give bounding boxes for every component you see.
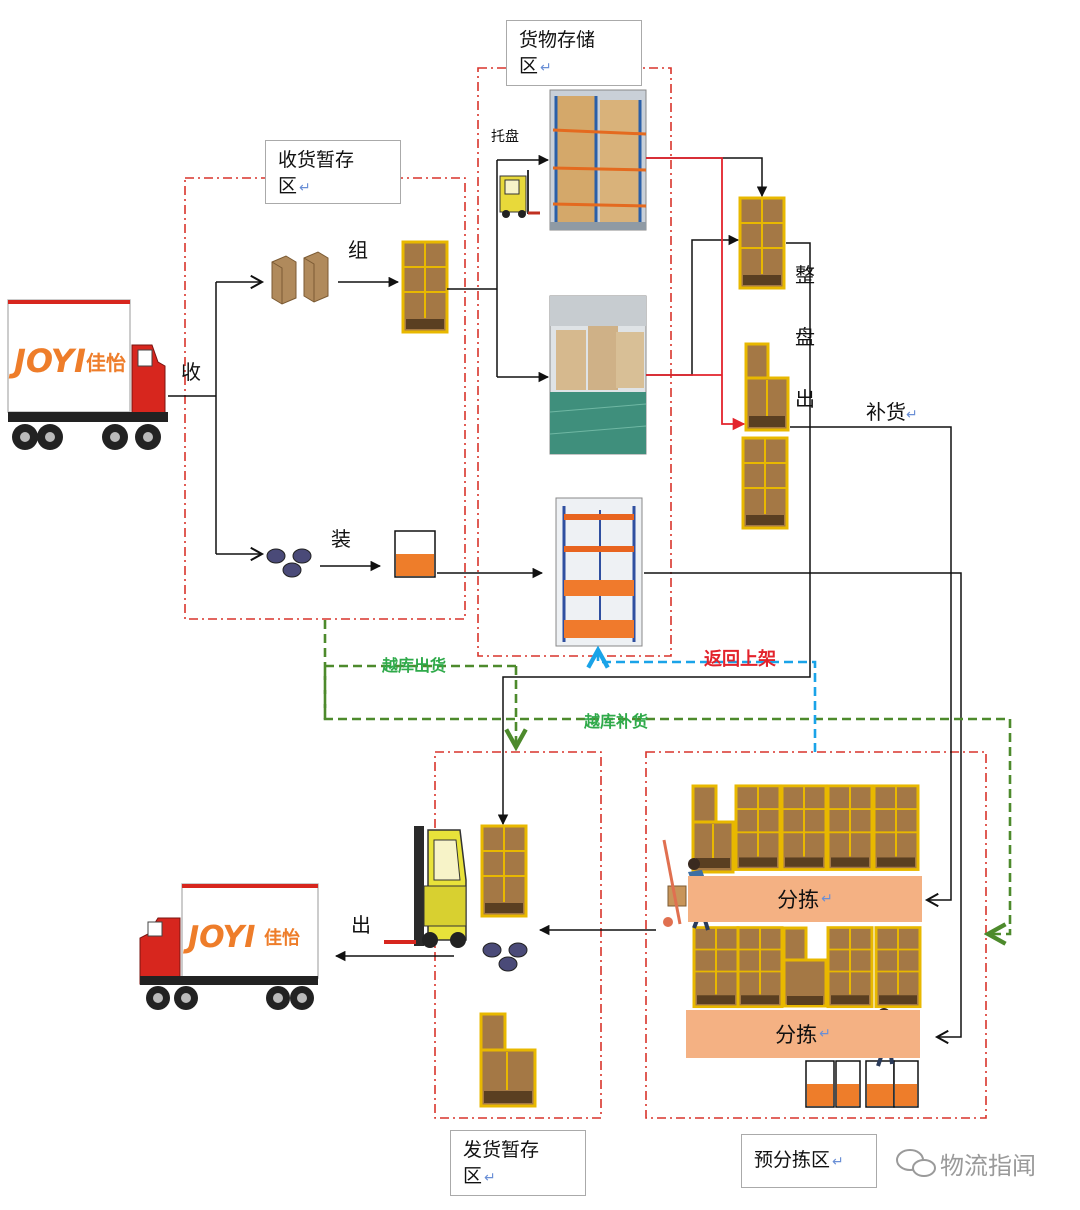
outbound-truck: JOYI 佳怡 bbox=[139, 883, 319, 1010]
floor-to-stack-black bbox=[646, 234, 740, 376]
return-shelf-line bbox=[598, 650, 817, 752]
shipping-partial-stack bbox=[479, 1012, 537, 1108]
rack-to-stack-black bbox=[646, 157, 768, 198]
full-pallet-out-label-2: 盘 bbox=[795, 325, 815, 349]
ship-out-label: 出 bbox=[351, 913, 371, 937]
pallet-to-storage-line bbox=[447, 160, 498, 377]
cross-dock-replenish-annotation: 越库补货 bbox=[584, 712, 649, 731]
presort-bins bbox=[805, 1060, 919, 1108]
sort-band-lower-label: 分拣 bbox=[775, 1023, 818, 1047]
cross-dock-out-annotation: 越库出货 bbox=[382, 656, 447, 675]
return-mark-icon: ↵ bbox=[821, 891, 833, 907]
return-mark-icon: ↵ bbox=[906, 407, 918, 423]
cross-dock-replenish-line bbox=[323, 620, 1012, 934]
small-forklift-icon bbox=[499, 170, 540, 218]
presort-shelf-row-2 bbox=[692, 926, 922, 1009]
receiving-zone-title-line1: 收货暂存 bbox=[278, 149, 355, 171]
tote-bin bbox=[394, 530, 436, 578]
svg-text:佳怡: 佳怡 bbox=[86, 351, 126, 375]
floor-stack-photo bbox=[549, 295, 647, 455]
assembled-pallet bbox=[401, 240, 449, 334]
receive-label: 收 bbox=[181, 360, 201, 384]
presort-zone-border bbox=[645, 751, 987, 1119]
return-mark-icon: ↵ bbox=[832, 1154, 844, 1170]
receive-trunk-line bbox=[168, 282, 217, 554]
full-pallet-out-label-3: 出 bbox=[795, 387, 815, 411]
loose-cartons bbox=[271, 251, 329, 305]
presort-zone-title-text: 预分拣区 bbox=[754, 1149, 831, 1171]
pallet-label: 托盘 bbox=[491, 129, 519, 145]
svg-text:JOYI: JOYI bbox=[183, 920, 255, 955]
return-mark-icon: ↵ bbox=[540, 60, 552, 76]
wechat-icon bbox=[896, 1149, 936, 1177]
shipping-zone-title: 发货暂存 区↵ bbox=[450, 1130, 586, 1196]
shipping-zone-title-line2: 区 bbox=[463, 1165, 483, 1187]
return-mark-icon: ↵ bbox=[299, 180, 311, 196]
sort-band-lower: 分拣↵ bbox=[686, 1010, 920, 1058]
pallet-stack-partial bbox=[744, 342, 790, 432]
shelf-to-sort-line bbox=[644, 572, 962, 1045]
return-mark-icon: ↵ bbox=[819, 1026, 831, 1042]
replenish-label-text: 补货 bbox=[866, 400, 906, 424]
full-pallet-out-line bbox=[497, 242, 811, 826]
presort-zone-title: 预分拣区↵ bbox=[741, 1134, 877, 1188]
receiving-zone-title: 收货暂存 区↵ bbox=[265, 140, 401, 204]
watermark-text: 物流指闻 bbox=[940, 1152, 1036, 1180]
small-items bbox=[266, 548, 312, 578]
svg-text:佳怡: 佳怡 bbox=[264, 927, 300, 949]
full-pallet-out-label-1: 整 bbox=[795, 263, 815, 287]
shipping-small-items bbox=[482, 942, 528, 972]
replenish-line bbox=[790, 426, 952, 908]
shipping-pallet-stack bbox=[480, 824, 528, 918]
sort-band-upper-label: 分拣 bbox=[777, 888, 820, 912]
shipping-zone-title-line1: 发货暂存 bbox=[463, 1139, 540, 1161]
receiving-zone-title-line2: 区 bbox=[278, 175, 298, 197]
return-shelf-annotation: 返回上架 bbox=[704, 649, 776, 670]
replenish-label: 补货↵ bbox=[866, 396, 918, 425]
pack-label: 装 bbox=[331, 527, 351, 551]
assemble-label: 组 bbox=[348, 238, 368, 262]
high-bay-rack-photo bbox=[549, 89, 647, 231]
sort-band-upper: 分拣↵ bbox=[688, 876, 922, 922]
large-forklift-icon bbox=[384, 826, 467, 948]
svg-text:JOYI: JOYI bbox=[8, 342, 86, 380]
rack-to-stack-red bbox=[646, 157, 746, 431]
storage-zone-title: 货物存储 区↵ bbox=[506, 20, 642, 86]
presort-shelf-row-1 bbox=[691, 784, 920, 874]
light-shelf-photo bbox=[555, 497, 643, 647]
inbound-truck: JOYI 佳怡 bbox=[7, 299, 168, 450]
pallet-stack-bottom bbox=[741, 436, 789, 530]
storage-zone-title-line2: 区 bbox=[519, 55, 539, 77]
return-mark-icon: ↵ bbox=[484, 1170, 496, 1186]
pallet-stack-top bbox=[738, 196, 786, 290]
cross-dock-out-line bbox=[323, 664, 516, 747]
storage-zone-title-line1: 货物存储 bbox=[519, 29, 596, 51]
